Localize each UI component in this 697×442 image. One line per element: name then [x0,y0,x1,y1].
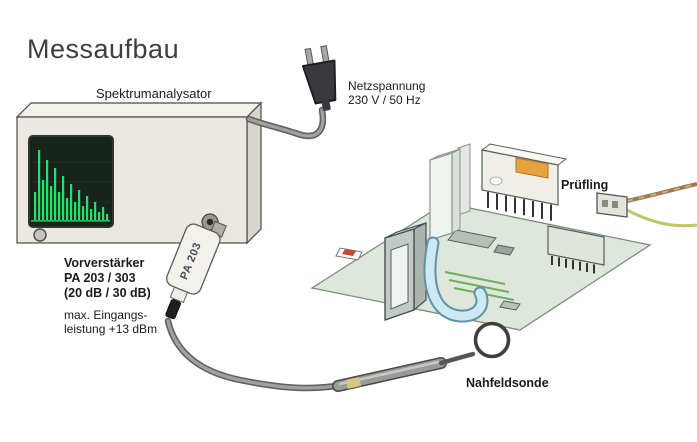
pin-module-pins [487,192,552,221]
rf-input-jack-hole [206,218,214,226]
power-knob [33,228,47,242]
ic-chip-small [493,244,515,256]
dut-wire-brown-twist [626,183,697,202]
dut-connector-pin [602,200,608,207]
smd-resistor-mark [342,249,356,256]
preamp-note-line1: max. Eingangs- [64,308,148,322]
pcb-trace [448,279,510,293]
dut-label: Prüfling [561,178,609,192]
spectrum-trace [31,150,110,222]
spectrum-analyzer [15,101,263,245]
page-title: Messaufbau [27,34,180,64]
nearfield-probe [332,321,511,392]
power-plug [301,45,337,111]
probe-shaft [438,351,476,366]
standing-card-front [429,152,453,241]
ic-chip [447,229,497,249]
preamp-body [166,223,221,295]
probe-cable-core [166,319,338,390]
mains-label-line2: 230 V / 50 Hz [348,93,421,108]
shield-can-opening [390,243,409,310]
plug-body [301,59,337,105]
analyzer-top-face [15,102,263,118]
dut-board [310,143,697,331]
preamp-note: max. Eingangs- leistung +13 dBm [64,308,157,337]
probe-band [345,377,362,389]
plug-cable-boot [321,100,331,111]
pin-module-insert [515,157,549,179]
dut-connector-pin [612,201,618,208]
preamp [165,220,227,320]
mains-cable-core [247,108,325,138]
mains-label: Netzspannung 230 V / 50 Hz [348,79,425,108]
mains-label-line1: Netzspannung [348,79,426,93]
preamp-label-line1: Vorverstärker [64,256,145,270]
mains-cable [245,106,327,140]
preamp-label-line3: (20 dB / 30 dB) [64,286,151,300]
probe-cable [164,317,340,392]
preamp-note-line2: leistung +13 dBm [64,322,158,337]
standing-card-side [451,148,461,234]
smd-component [499,300,521,311]
analyzer-label: Spektrumanalysator [96,86,212,101]
blue-cable-loop [425,238,487,321]
pin-module-label-dot [489,176,503,186]
preamp-input-jack [165,299,181,320]
probe-label: Nahfeldsonde [466,376,549,390]
preamp-label-line2: PA 203 / 303 [64,271,136,285]
dip-ic-pins [551,256,595,274]
dut-wire-yellow [626,208,697,228]
pcb-trace [444,271,506,285]
probe-cable-outline [164,317,340,392]
probe-loop [473,321,511,359]
preamp-label: Vorverstärker PA 203 / 303 (20 dB / 30 d… [64,256,151,301]
dip-ic [547,225,605,266]
